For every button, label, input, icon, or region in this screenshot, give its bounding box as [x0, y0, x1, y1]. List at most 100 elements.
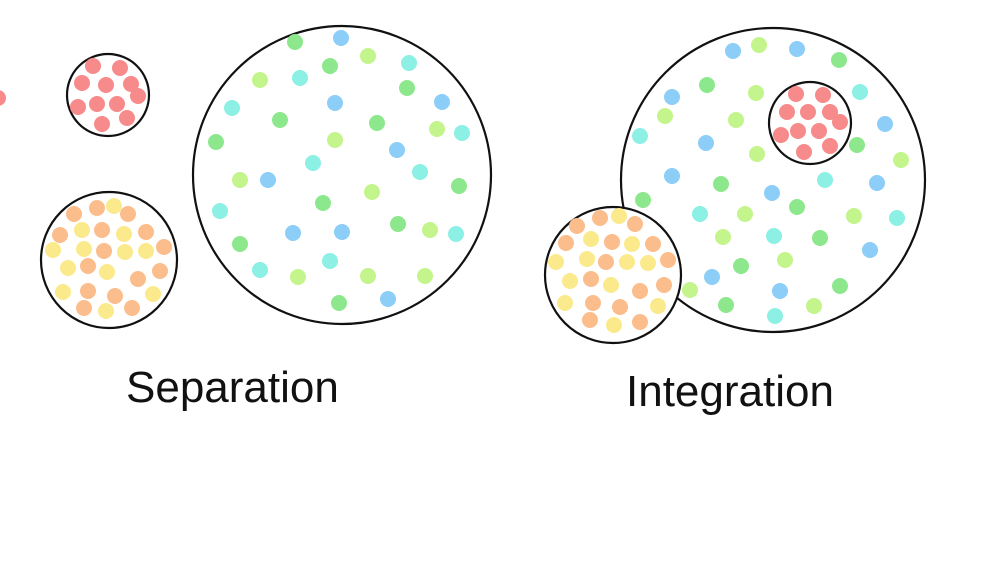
integrated-warm-dot: [632, 283, 648, 299]
warm-dot: [116, 226, 132, 242]
integrated-warm-dot: [660, 252, 676, 268]
integrated-warm-dot: [604, 234, 620, 250]
red-dot: [89, 96, 105, 112]
warm-dot: [152, 263, 168, 279]
red-dot: [98, 77, 114, 93]
integrated-red-dot: [811, 123, 827, 139]
cool-dot: [260, 172, 276, 188]
cool-dot: [232, 172, 248, 188]
cool-dot: [322, 253, 338, 269]
cool-dot: [305, 155, 321, 171]
warm-dot: [99, 264, 115, 280]
warm-dot: [76, 300, 92, 316]
cool-dot: [322, 58, 338, 74]
cool-dot: [331, 295, 347, 311]
warm-dot: [130, 271, 146, 287]
integrated-warm-dot: [558, 235, 574, 251]
cool-dot: [401, 55, 417, 71]
red-dot: [109, 96, 125, 112]
cool-dot: [389, 142, 405, 158]
integrated-warm-dot: [656, 277, 672, 293]
warm-dot: [138, 243, 154, 259]
warm-dot: [52, 227, 68, 243]
cool-dot: [327, 132, 343, 148]
warm-dot: [96, 243, 112, 259]
cool-dot: [232, 236, 248, 252]
cool-dot: [287, 34, 303, 50]
integrated-red-dot: [822, 104, 838, 120]
warm-dot: [107, 288, 123, 304]
integrated-red-dot: [832, 114, 848, 130]
cool-dot: [327, 95, 343, 111]
integrated-cool-dot: [635, 192, 651, 208]
warm-dot: [106, 198, 122, 214]
cool-dot: [390, 216, 406, 232]
integrated-big-circle: [619, 26, 927, 334]
integrated-cool-dot: [849, 137, 865, 153]
warm-dot: [117, 244, 133, 260]
cool-dot: [434, 94, 450, 110]
integrated-cool-dot: [733, 258, 749, 274]
cool-dot: [364, 184, 380, 200]
cool-dot: [369, 115, 385, 131]
warm-dot: [60, 260, 76, 276]
warm-dot: [124, 300, 140, 316]
integrated-cool-dot: [764, 185, 780, 201]
integrated-warm-dot: [603, 277, 619, 293]
separation-panel: [0, 24, 493, 330]
cool-dot: [360, 48, 376, 64]
integrated-red-dot: [773, 127, 789, 143]
integrated-cool-dot: [664, 89, 680, 105]
integrated-warm-dot: [632, 314, 648, 330]
integrated-cool-dot: [748, 85, 764, 101]
cool-dot: [380, 291, 396, 307]
cool-dot: [360, 268, 376, 284]
integrated-warm-dot: [650, 298, 666, 314]
integrated-warm-dot: [579, 251, 595, 267]
integrated-cool-dot: [766, 228, 782, 244]
integrated-warm-dot: [583, 231, 599, 247]
red-dot: [130, 88, 146, 104]
red-dot: [123, 76, 139, 92]
integrated-warm-dot: [640, 255, 656, 271]
integrated-warm-dot: [582, 312, 598, 328]
integrated-cool-dot: [715, 229, 731, 245]
integrated-cool-dot: [728, 112, 744, 128]
integrated-red-dot: [796, 144, 812, 160]
red-dot: [112, 60, 128, 76]
integrated-cool-dot: [806, 298, 822, 314]
warm-dot: [55, 284, 71, 300]
integrated-cool-dot: [772, 283, 788, 299]
cool-dot: [422, 222, 438, 238]
integrated-warm-dot: [619, 254, 635, 270]
cool-dot: [429, 121, 445, 137]
integrated-cool-dot: [713, 176, 729, 192]
warm-dot: [145, 286, 161, 302]
integrated-warm-dot: [569, 218, 585, 234]
red-dot: [74, 75, 90, 91]
warm-dot: [98, 303, 114, 319]
cool-dot: [448, 226, 464, 242]
integrated-red-dot: [788, 86, 804, 102]
integrated-cool-dot: [789, 41, 805, 57]
integration-caption: Integration: [626, 367, 834, 416]
integrated-cool-dot: [751, 37, 767, 53]
integrated-cool-dot: [698, 135, 714, 151]
integrated-cool-dot: [869, 175, 885, 191]
integrated-cool-dot: [852, 84, 868, 100]
cool-dot: [399, 80, 415, 96]
cool-group-circle: [191, 24, 493, 326]
integrated-warm-dot: [645, 236, 661, 252]
integrated-cool-dot: [737, 206, 753, 222]
integrated-cool-dot: [817, 172, 833, 188]
integrated-warm-dot: [583, 271, 599, 287]
red-dot: [119, 110, 135, 126]
integrated-cool-dot: [832, 278, 848, 294]
cool-dot: [412, 164, 428, 180]
warm-dot: [94, 222, 110, 238]
warm-dot: [120, 206, 136, 222]
integrated-warm-dot: [557, 295, 573, 311]
integrated-cool-dot: [725, 43, 741, 59]
integrated-warm-dot: [611, 208, 627, 224]
